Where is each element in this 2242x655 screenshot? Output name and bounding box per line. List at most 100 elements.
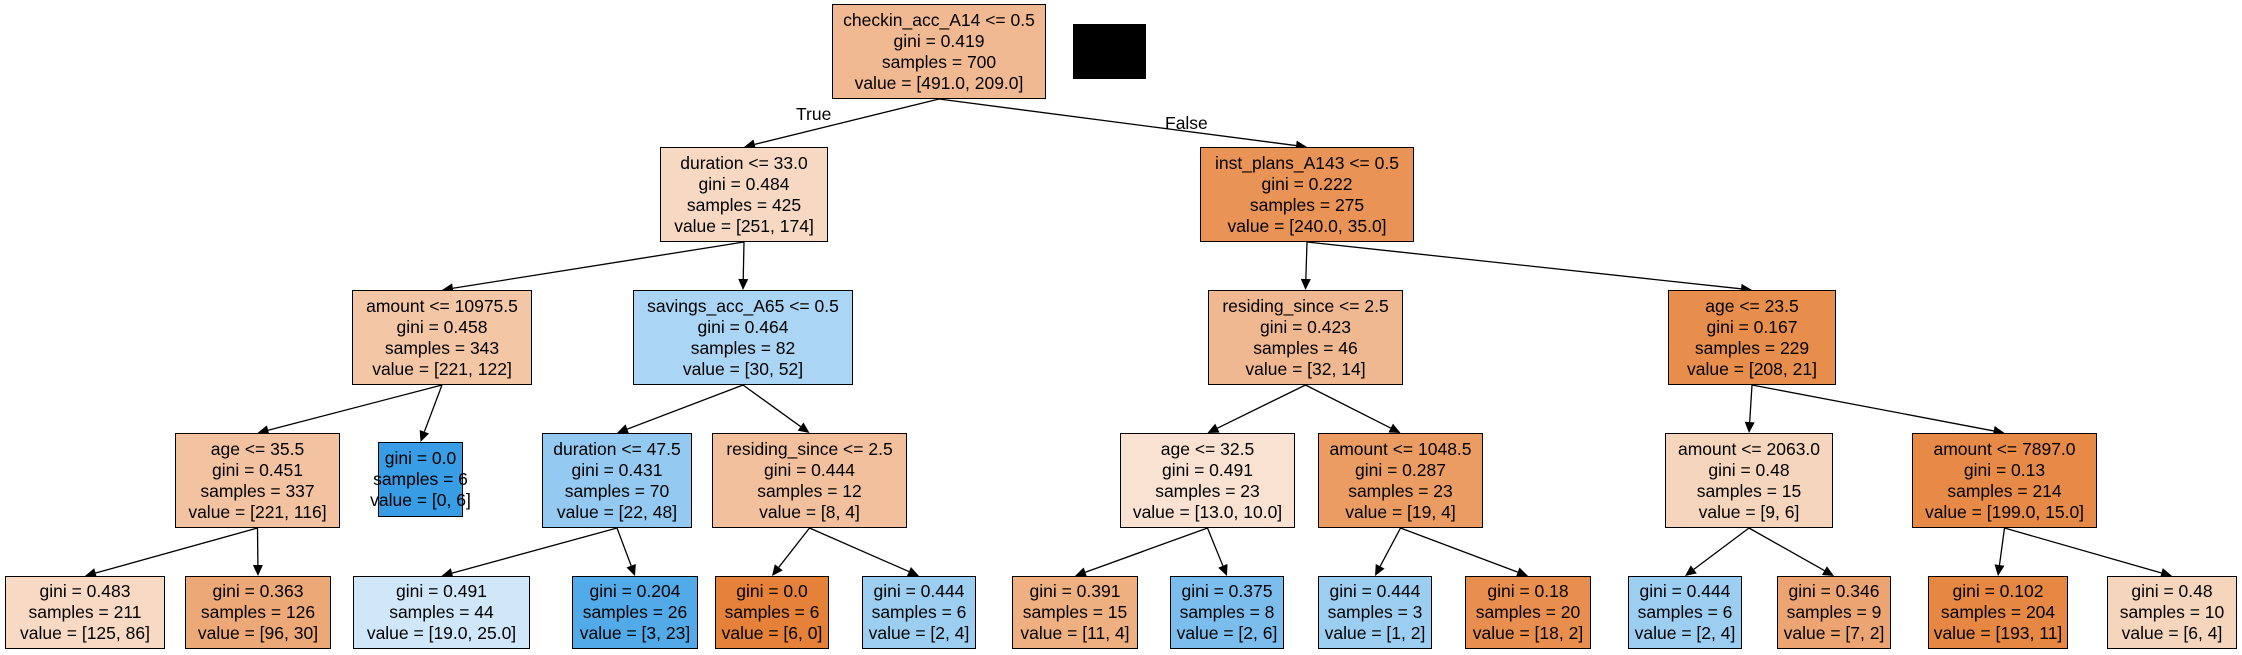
- node-text-line: samples = 15: [1696, 480, 1802, 501]
- node-text-line: value = [22, 48]: [556, 501, 678, 522]
- node-text-line: gini = 0.444: [1329, 581, 1421, 601]
- node-text-line: gini = 0.375: [1181, 581, 1273, 601]
- node-text-line: value = [199.0, 15.0]: [1924, 501, 2085, 522]
- redaction-block: [1073, 24, 1146, 79]
- node-text-line: samples = 9: [1786, 602, 1882, 622]
- node-text-line: value = [11, 4]: [1020, 623, 1130, 643]
- arrowhead: [1994, 564, 2005, 576]
- node-text-line: gini = 0.18: [1487, 581, 1569, 601]
- arrowhead: [2160, 568, 2172, 578]
- node-text-line: gini = 0.451: [212, 459, 303, 480]
- node-text-line: gini = 0.102: [1952, 581, 2044, 601]
- node-text-line: samples = 10: [2119, 602, 2225, 622]
- node-text-line: samples = 126: [200, 602, 316, 622]
- node-text-line: value = [491.0, 209.0]: [854, 72, 1024, 93]
- tree-edge: [1085, 527, 1208, 573]
- tree-edge: [754, 98, 940, 146]
- node-text-line: value = [2, 6]: [1176, 623, 1278, 643]
- node-text-line: value = [7, 2]: [1783, 623, 1885, 643]
- tree-edge: [423, 384, 443, 432]
- node-text-line: samples = 337: [200, 480, 315, 501]
- arrowhead: [252, 564, 263, 576]
- arrowhead: [1685, 565, 1697, 576]
- node-text-line: samples = 275: [1249, 194, 1365, 215]
- node-text-line: amount <= 10975.5: [366, 295, 518, 316]
- node-text-line: value = [240.0, 35.0]: [1227, 215, 1387, 236]
- tree-edge: [742, 384, 801, 428]
- tree-edge: [627, 384, 744, 430]
- node-text-line: gini = 0.458: [396, 316, 488, 337]
- arrowhead: [85, 568, 97, 578]
- node-text-line: gini = 0.431: [571, 459, 663, 480]
- node-text-line: gini = 0.484: [698, 173, 790, 194]
- node-text-line: value = [125, 86]: [20, 623, 150, 643]
- arrowhead: [1300, 278, 1311, 290]
- node-text-line: samples = 15: [1022, 602, 1128, 622]
- node-text-line: gini = 0.464: [697, 316, 789, 337]
- node-text-line: gini = 0.491: [1162, 459, 1253, 480]
- arrowhead: [1821, 566, 1834, 576]
- node-text-line: gini = 0.363: [212, 581, 304, 601]
- node-text-line: value = [13.0, 10.0]: [1132, 501, 1283, 522]
- node-text-line: samples = 6: [724, 602, 820, 622]
- arrowhead: [617, 424, 630, 434]
- node-text-line: samples = 46: [1253, 337, 1358, 358]
- node-text-line: age <= 23.5: [1705, 295, 1799, 316]
- node-text-line: samples = 26: [582, 602, 688, 622]
- node-text-line: samples = 6: [871, 602, 967, 622]
- node-text-line: value = [6, 4]: [2121, 623, 2223, 643]
- node-text-line: samples = 700: [881, 51, 997, 72]
- node-text-line: value = [221, 116]: [188, 501, 327, 522]
- node-text-line: gini = 0.0: [736, 581, 808, 601]
- node-text-line: gini = 0.167: [1706, 316, 1798, 337]
- arrowhead: [441, 568, 454, 578]
- tree-edge: [1306, 241, 1742, 290]
- node-text-line: gini = 0.48: [2131, 581, 2213, 601]
- tree-edge: [938, 98, 1297, 147]
- arrowhead: [1744, 421, 1755, 433]
- node-text-line: samples = 23: [1348, 480, 1453, 501]
- arrowhead: [797, 422, 810, 433]
- node-text-line: checkin_acc_A14 <= 0.5: [843, 9, 1035, 30]
- node-text-line: samples = 229: [1694, 337, 1810, 358]
- node-text-line: samples = 211: [28, 602, 142, 622]
- node-text-line: value = [18, 2]: [1472, 623, 1584, 643]
- node-text-line: gini = 0.419: [893, 30, 985, 51]
- node-text-line: savings_acc_A65 <= 0.5: [647, 295, 839, 316]
- node-text-line: gini = 0.444: [873, 581, 965, 601]
- node-text-line: age <= 32.5: [1160, 438, 1255, 459]
- node-text-line: samples = 204: [1940, 602, 2056, 622]
- node-text-line: amount <= 1048.5: [1329, 438, 1472, 459]
- node-text-line: value = [19, 4]: [1345, 501, 1456, 522]
- arrowhead: [744, 139, 756, 150]
- node-text-line: gini = 0.48: [1708, 459, 1790, 480]
- tree-edge: [1400, 527, 1518, 573]
- node-text-line: value = [0, 6]: [370, 490, 471, 510]
- arrowhead: [1218, 563, 1228, 576]
- node-text-line: duration <= 33.0: [680, 152, 808, 173]
- node-text-line: value = [2, 4]: [1634, 623, 1736, 643]
- node-text-line: samples = 8: [1179, 602, 1275, 622]
- node-text-line: gini = 0.423: [1260, 316, 1351, 337]
- tree-edge: [95, 527, 258, 574]
- node-text-line: gini = 0.204: [589, 581, 681, 601]
- arrowhead: [1375, 563, 1385, 576]
